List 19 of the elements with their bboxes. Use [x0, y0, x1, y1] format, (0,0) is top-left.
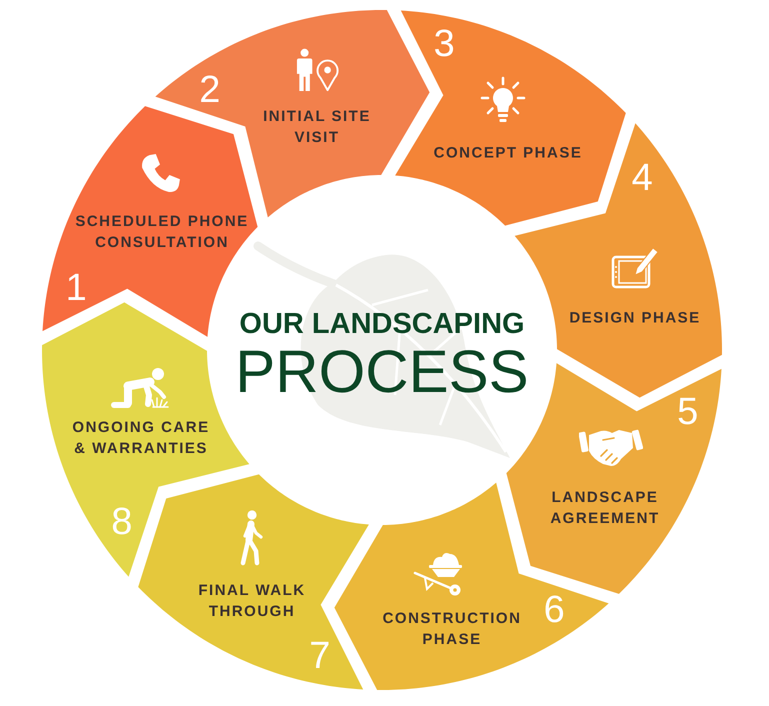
- step-label: FINAL WALK THROUGH: [197, 581, 307, 622]
- step-number: 8: [111, 502, 132, 542]
- step-number: 5: [677, 392, 698, 432]
- step-label: CONCEPT PHASE: [432, 144, 584, 164]
- step-label: LANDSCAPE AGREEMENT: [549, 488, 661, 529]
- step-number: 3: [434, 24, 455, 64]
- step-number: 6: [544, 590, 565, 630]
- process-step-segment: [138, 474, 369, 690]
- step-number: 2: [199, 70, 220, 110]
- step-label: SCHEDULED PHONE CONSULTATION: [74, 212, 250, 253]
- step-number: 7: [309, 636, 330, 676]
- step-label: DESIGN PHASE: [568, 308, 702, 328]
- step-label: INITIAL SITE VISIT: [262, 107, 372, 148]
- step-number: 4: [632, 158, 653, 198]
- process-step-segment: [395, 10, 626, 226]
- diagram-title: OUR LANDSCAPING PROCESS: [235, 307, 529, 402]
- step-label: ONGOING CARE & WARRANTIES: [71, 418, 211, 459]
- step-number: 1: [66, 268, 87, 308]
- step-label: CONSTRUCTION PHASE: [382, 609, 522, 650]
